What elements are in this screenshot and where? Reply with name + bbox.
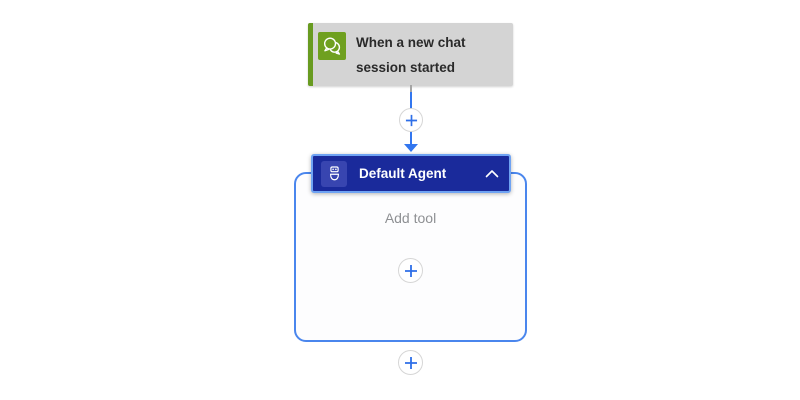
agent-scope-header[interactable]: Default Agent bbox=[311, 154, 511, 193]
agent-scope-container[interactable] bbox=[294, 172, 527, 342]
trigger-card-new-chat-session[interactable]: When a new chat session started bbox=[308, 23, 513, 86]
insert-step-button[interactable] bbox=[399, 108, 423, 132]
bot-icon bbox=[321, 160, 347, 187]
trigger-connector-stub bbox=[410, 85, 412, 92]
agent-title: Default Agent bbox=[359, 166, 447, 181]
chat-bubbles-icon bbox=[318, 32, 346, 60]
add-tool-placeholder: Add tool bbox=[384, 210, 437, 226]
add-tool-button[interactable] bbox=[398, 258, 423, 283]
plus-icon bbox=[404, 356, 418, 370]
trigger-accent-bar bbox=[308, 23, 313, 86]
chevron-up-icon bbox=[485, 169, 499, 178]
collapse-scope-button[interactable] bbox=[485, 169, 499, 178]
trigger-title: When a new chat session started bbox=[356, 35, 466, 75]
plus-icon bbox=[405, 114, 418, 127]
add-action-button[interactable] bbox=[398, 350, 423, 375]
plus-icon bbox=[404, 264, 418, 278]
connector-arrowhead-icon bbox=[404, 144, 418, 152]
